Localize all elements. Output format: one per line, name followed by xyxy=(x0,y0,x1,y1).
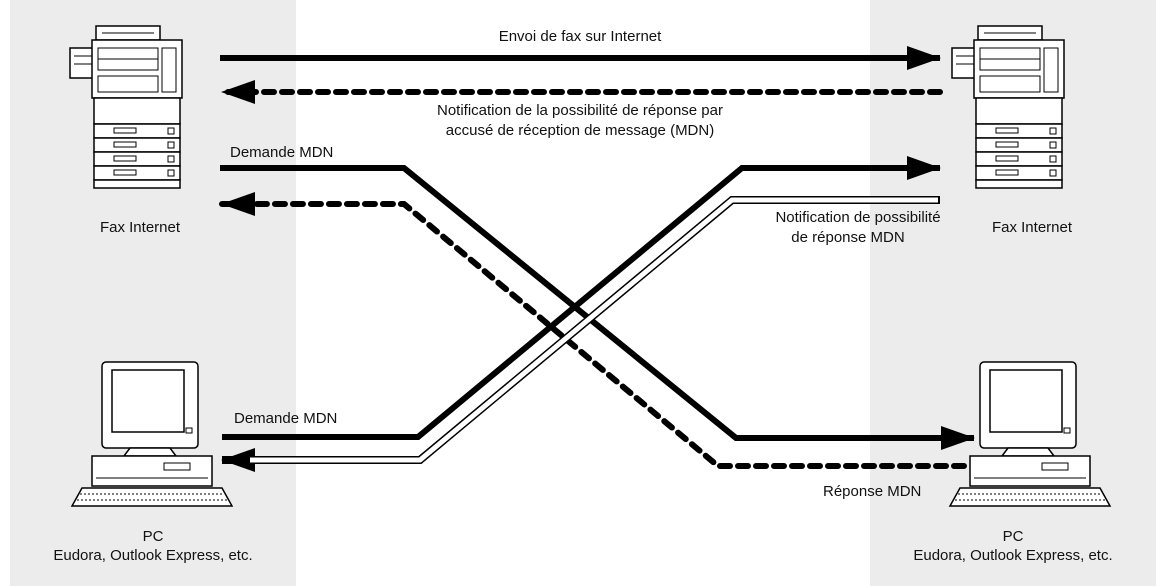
mdn-response-label: Réponse MDN xyxy=(823,483,922,500)
mdn-request-fax-arrow xyxy=(220,165,975,450)
right-fax-label: Fax Internet xyxy=(991,219,1073,236)
send-fax-label: Envoi de fax sur Internet xyxy=(498,28,662,45)
right-fax-machine-icon xyxy=(951,25,1065,189)
mdn-request-pc-arrow xyxy=(222,156,941,440)
mdn-request-fax-label: Demande MDN xyxy=(230,144,334,161)
mdn-response-arrow xyxy=(219,192,967,469)
left-pc-software: Eudora, Outlook Express, etc. xyxy=(53,547,253,564)
mdn-reply-capability-arrow-fill xyxy=(250,197,938,463)
left-pc-label: PC xyxy=(142,528,164,545)
mdn-request-pc-label: Demande MDN xyxy=(234,410,338,427)
mdn-capability-label-line2: accusé de réception de message (MDN) xyxy=(445,122,715,139)
mdn-reply-capability-label-line2: de réponse MDN xyxy=(791,229,905,246)
right-pc-icon xyxy=(949,361,1111,507)
right-pc-label: PC xyxy=(1002,528,1024,545)
mdn-reply-capability-label-line1: Notification de possibilité xyxy=(775,209,941,226)
right-pc-software: Eudora, Outlook Express, etc. xyxy=(913,547,1113,564)
left-fax-machine-icon xyxy=(69,25,183,189)
left-fax-label: Fax Internet xyxy=(99,219,181,236)
mdn-capability-label-line1: Notification de la possibilité de répons… xyxy=(436,102,723,119)
left-pc-icon xyxy=(71,361,233,507)
